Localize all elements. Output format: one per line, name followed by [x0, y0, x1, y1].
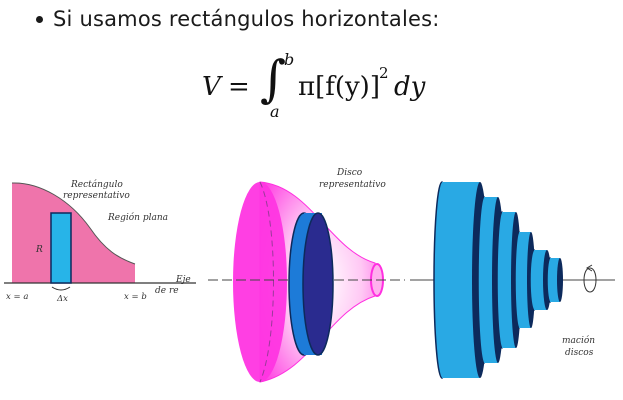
figure-stacked-disks: mación discos — [410, 165, 623, 395]
label-delta-x: Δx — [56, 294, 68, 304]
rotation-arrow-icon — [583, 267, 597, 293]
bullet-text: Si usamos rectángulos horizontales: — [53, 7, 440, 31]
label-eje: Eje — [175, 275, 191, 285]
label-disco-representativo: representativo — [319, 180, 386, 190]
rotation-arrowhead-icon — [586, 264, 593, 272]
solid-back-dashed-edge — [259, 181, 274, 383]
formula-integrand: π[f(y)] — [298, 72, 380, 102]
formula-equals: = — [228, 72, 250, 102]
label-region-plana: Región plana — [107, 212, 168, 223]
representative-rectangle — [50, 212, 72, 284]
figure-plane-region: Rectángulo representativo Región plana R… — [0, 160, 200, 310]
region-top-curve — [11, 182, 136, 265]
formula-differential: dy — [394, 72, 426, 102]
formula-exponent: 2 — [379, 64, 389, 82]
delta-x-brace — [51, 286, 71, 291]
plane-region-shape — [12, 182, 135, 283]
solid-left-face — [233, 182, 287, 382]
volume-formula: V = ∫ b a π[f(y)] 2 dy — [198, 50, 438, 124]
figure-solid-revolution: Disco representativo — [200, 160, 410, 390]
representative-disk-face — [302, 212, 334, 356]
bullet-line: Si usamos rectángulos horizontales: — [36, 4, 440, 34]
label-x-a: x = a — [6, 292, 28, 302]
formula-upper-limit: b — [284, 50, 295, 69]
label-macion: mación — [562, 335, 595, 346]
label-de-re: de re — [155, 286, 179, 296]
label-rectangulo: Rectángulo — [70, 179, 123, 190]
label-x-b: x = b — [124, 292, 147, 302]
label-discos: discos — [565, 348, 594, 358]
label-R: R — [35, 245, 43, 255]
integral-sign: ∫ — [260, 50, 287, 108]
label-representativo: representativo — [63, 191, 130, 201]
disk-6-face — [557, 258, 563, 302]
formula-lhs: V — [202, 72, 221, 102]
label-disco: Disco — [336, 168, 363, 178]
bullet-dot — [36, 15, 43, 23]
disk-6-body — [550, 258, 560, 302]
formula-lower-limit: a — [270, 102, 280, 121]
